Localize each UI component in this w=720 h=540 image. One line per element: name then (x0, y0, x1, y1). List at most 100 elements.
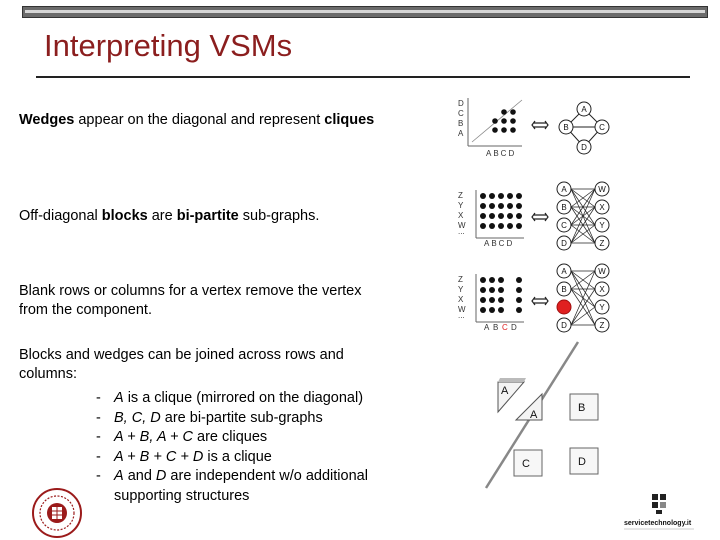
clique-node-label: C (599, 123, 605, 132)
matrix-dot (480, 287, 486, 293)
m3-col-label-highlighted: C (502, 323, 508, 332)
graph-edge (570, 188, 596, 226)
wedge-a-top-label: A (501, 385, 509, 397)
blank-rows-line1: Blank rows or columns for a vertex remov… (19, 283, 362, 299)
blocks-text: Off-diagonal blocks are bi-partite sub-g… (19, 207, 319, 226)
matrix-dot (498, 277, 504, 283)
bullet-item: -A is a clique (mirrored on the diagonal… (96, 389, 368, 409)
bullet-continuation: supporting structures (114, 487, 250, 504)
graph-edge (570, 288, 596, 326)
blocks-text-2: are (147, 208, 177, 224)
matrix-dot (507, 213, 513, 219)
matrix-dot (489, 277, 495, 283)
bullet-part: A + B + C + D (114, 448, 204, 465)
wedge-a-bottom-label: A (530, 409, 538, 421)
clique-node-label: A (581, 105, 587, 114)
matrix-dot (489, 193, 495, 199)
m2-row-label: W (458, 221, 466, 230)
m1-row-label: C (458, 109, 464, 118)
matrix-dot (516, 213, 522, 219)
bullet-part: is a clique (203, 448, 272, 465)
matrix-dot (480, 223, 486, 229)
bp2-right-label: Y (599, 303, 605, 312)
bullet-part: A (114, 468, 124, 484)
matrix-dot (480, 213, 486, 219)
equivalence-arrows-icon (531, 296, 549, 306)
matrix-dot (507, 223, 513, 229)
bullet-part: D (155, 468, 167, 484)
matrix-dot (489, 287, 495, 293)
m1-row-label: A (458, 129, 464, 138)
clique-node-label: B (563, 123, 568, 132)
matrix-dot (480, 203, 486, 209)
bullet-dash: - (96, 448, 101, 465)
bullet-item: -A and D are independent w/o additional (96, 467, 368, 487)
equivalence-arrows-icon (531, 212, 549, 222)
matrix-dot (498, 287, 504, 293)
joined-text: Blocks and wedges can be joined across r… (19, 346, 344, 384)
m1-col-labels: ABCD (486, 149, 516, 158)
block-c-label: C (522, 458, 530, 470)
matrix-dot (489, 203, 495, 209)
bp-left-label: B (561, 203, 566, 212)
bullet-part: A + B, A + C (114, 429, 193, 445)
graph-edge (570, 224, 596, 244)
block-b (569, 393, 599, 421)
bullet-dash: - (96, 409, 101, 426)
joined-line1: Blocks and wedges can be joined across r… (19, 347, 344, 363)
bullet-dash: - (96, 390, 101, 406)
bp-right-label: Z (600, 239, 605, 248)
m3-row-label: W (458, 305, 466, 314)
graph-edge (570, 206, 596, 244)
matrix-dot (516, 307, 522, 313)
bullet-item: -A + B, A + C are cliques (96, 428, 368, 448)
top-decorative-bar (22, 6, 708, 18)
matrix-dot (507, 203, 513, 209)
block-wedge-diagram: A A B C D (484, 341, 599, 489)
blank-matrix-figure: Z Y X W ... A B C D (458, 274, 524, 332)
bullet-part: B, C, D (114, 409, 161, 426)
block-b-label: B (578, 402, 585, 414)
blank-rows-line2: from the component. (19, 302, 152, 318)
m2-row-label: X (458, 211, 464, 220)
bp2-left-label: D (561, 321, 567, 330)
bullet-dash: - (96, 429, 101, 445)
bp-right-label: Y (599, 221, 605, 230)
matrix-dot (498, 193, 504, 199)
matrix-dot (516, 287, 522, 293)
matrix-dot (480, 297, 486, 303)
graph-edge (570, 188, 596, 244)
matrix-dot (498, 203, 504, 209)
m3-row-label: X (458, 295, 464, 304)
clique-node-label: D (581, 143, 587, 152)
bp-right-label: W (598, 185, 606, 194)
m2-row-label: Z (458, 191, 463, 200)
bp-right-label: X (599, 203, 605, 212)
blocks-text-1: blocks (101, 208, 148, 224)
graph-edge (570, 270, 596, 326)
m1-row-label: B (458, 119, 463, 128)
company-logo-text: servicetechnology.it (624, 520, 692, 527)
bullet-part: are cliques (192, 429, 268, 445)
bullet-part: is a clique (mirrored on the diagonal) (123, 390, 364, 406)
matrix-dot (516, 223, 522, 229)
bp2-right-label: Z (600, 321, 605, 330)
blocks-text-0: Off-diagonal (19, 208, 102, 224)
equivalence-arrows-icon (531, 120, 549, 130)
bullet-list: -A is a clique (mirrored on the diagonal… (96, 389, 368, 506)
graph-edge (570, 306, 596, 326)
title-rule (36, 76, 690, 78)
matrix-dot (498, 307, 504, 313)
company-logo: servicetechnology.it (624, 494, 694, 530)
graph-edge (570, 270, 596, 290)
graph-edge (570, 188, 596, 208)
matrix-dot (489, 307, 495, 313)
bp2-right-label: X (599, 285, 605, 294)
bp-left-label: D (561, 239, 567, 248)
blocks-text-3: bi-partite (176, 208, 239, 224)
wedge-a-bottom (514, 392, 543, 421)
matrix-dot (507, 193, 513, 199)
matrix-dot (480, 193, 486, 199)
block-c (513, 449, 543, 477)
bp2-left-label: A (561, 267, 567, 276)
